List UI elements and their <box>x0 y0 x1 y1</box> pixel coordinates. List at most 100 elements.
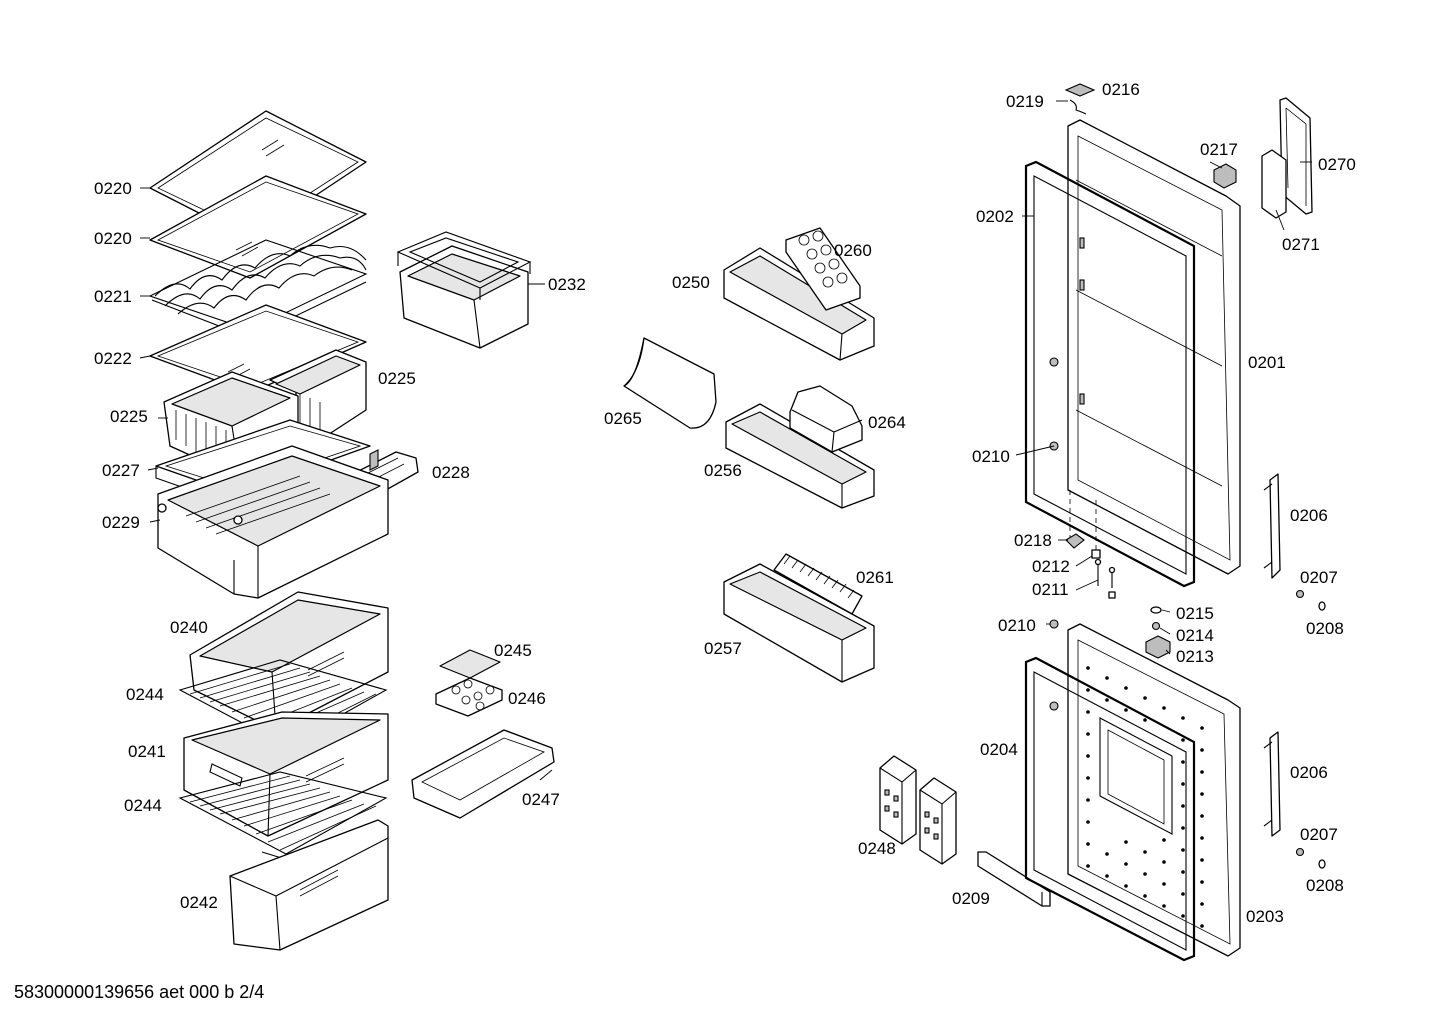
door-shelf-0250[interactable] <box>723 247 875 361</box>
label-0206-lower: 0206 <box>1290 763 1328 782</box>
label-0270: 0270 <box>1318 155 1356 174</box>
screw-0214[interactable] <box>1151 621 1161 631</box>
label-0204: 0204 <box>980 740 1018 759</box>
fridge-door-0201[interactable] <box>1067 119 1241 575</box>
label-0207-lower: 0207 <box>1300 825 1338 844</box>
screw-0210-lower[interactable] <box>1049 619 1059 629</box>
label-0244-upper: 0244 <box>126 685 164 704</box>
label-0257: 0257 <box>704 639 742 658</box>
screw-0210-upper[interactable] <box>1049 357 1059 451</box>
liner-dot <box>1105 676 1109 680</box>
label-0218: 0218 <box>1014 531 1052 550</box>
tray-0232[interactable] <box>396 231 532 349</box>
label-0207-upper: 0207 <box>1300 568 1338 587</box>
label-0220-top: 0220 <box>94 179 132 198</box>
washer-0215[interactable] <box>1150 606 1162 614</box>
freezer-drawer-0242[interactable] <box>229 819 389 951</box>
washer-0208-lower[interactable] <box>1318 859 1326 869</box>
label-0260: 0260 <box>834 241 872 260</box>
glass-shelf-0220-second[interactable] <box>149 175 367 279</box>
liner-dot <box>1181 914 1185 918</box>
hinge-block-0213[interactable] <box>1145 635 1171 659</box>
label-0250: 0250 <box>672 273 710 292</box>
label-0222: 0222 <box>94 349 132 368</box>
label-0229: 0229 <box>102 513 140 532</box>
cover-strip-0209[interactable] <box>977 851 1051 907</box>
door-shelf-0257[interactable] <box>723 563 875 683</box>
label-0203: 0203 <box>1246 907 1284 926</box>
label-0210-lower: 0210 <box>998 616 1036 635</box>
label-0208-lower: 0208 <box>1306 876 1344 895</box>
cap-0217[interactable] <box>1213 163 1237 189</box>
liner-dot <box>1143 894 1147 898</box>
door-handle-0206-lower[interactable] <box>1263 731 1281 837</box>
part-labels: 0220 0220 0221 0222 0225 0225 0227 0228 … <box>94 80 1356 926</box>
door-handle-0206-upper[interactable] <box>1263 473 1281 579</box>
liner-dot <box>1143 696 1147 700</box>
label-0213: 0213 <box>1176 647 1214 666</box>
container-housing-0229[interactable] <box>157 445 389 599</box>
label-0208-upper: 0208 <box>1306 619 1344 638</box>
freezer-gasket-0204[interactable] <box>1024 656 1196 962</box>
panel-0271[interactable] <box>1261 149 1287 219</box>
cold-pack-0248-b[interactable] <box>919 777 957 865</box>
wire-shelf-0244-lower[interactable] <box>178 771 388 861</box>
bolt-0211[interactable] <box>1094 558 1116 599</box>
liner-dot <box>1124 840 1128 844</box>
bushing-0212[interactable] <box>1091 549 1101 559</box>
liner-dot <box>1086 666 1090 670</box>
document-id: 58300000139656 aet 000 b 2/4 <box>14 982 264 1002</box>
label-0220-second: 0220 <box>94 229 132 248</box>
liner-dot <box>1200 880 1204 884</box>
label-0227: 0227 <box>102 461 140 480</box>
ice-tray-lid-0245[interactable] <box>439 649 501 679</box>
butter-dish-0264[interactable] <box>789 385 863 453</box>
liner-dot <box>1143 872 1147 876</box>
liner-dot <box>1124 862 1128 866</box>
label-0206-upper: 0206 <box>1290 506 1328 525</box>
screw-0207-lower[interactable] <box>1295 847 1305 857</box>
hinge-cover-0216[interactable] <box>1064 83 1096 97</box>
label-0244-lower: 0244 <box>124 796 162 815</box>
label-0265: 0265 <box>604 409 642 428</box>
liner-dot <box>1124 708 1128 712</box>
liner-dot <box>1200 792 1204 796</box>
liner-dot <box>1086 820 1090 824</box>
door-gasket-0202[interactable] <box>1024 160 1196 588</box>
label-0247: 0247 <box>522 790 560 809</box>
label-0248: 0248 <box>858 839 896 858</box>
label-0271: 0271 <box>1282 235 1320 254</box>
liner-dot <box>1200 902 1204 906</box>
label-0219: 0219 <box>1006 92 1044 111</box>
ice-tray-0246[interactable] <box>435 677 503 717</box>
screw-0210-freezer <box>1049 701 1059 711</box>
liner-dot <box>1181 848 1185 852</box>
liner-dot <box>1200 726 1204 730</box>
liner-dot <box>1086 864 1090 868</box>
door-shelf-0256[interactable] <box>725 403 875 509</box>
vegetable-drawer-0240[interactable] <box>189 591 389 731</box>
label-0225-left: 0225 <box>110 407 148 426</box>
liner-dot <box>1200 924 1204 928</box>
liner-dot <box>1181 826 1185 830</box>
liner-dot <box>1162 838 1166 842</box>
liner-dot <box>1105 698 1109 702</box>
cold-pack-0248-a[interactable] <box>879 755 917 845</box>
freezer-door-0203[interactable] <box>1067 623 1241 957</box>
freezer-tray-0247[interactable] <box>411 729 555 819</box>
liner-dot <box>1181 716 1185 720</box>
liner-dot <box>1162 904 1166 908</box>
spring-0219[interactable] <box>1069 99 1087 115</box>
liner-dot <box>1181 738 1185 742</box>
hinge-0218[interactable] <box>1065 533 1085 549</box>
liner-dot <box>1200 770 1204 774</box>
screw-0207-upper[interactable] <box>1295 589 1305 599</box>
shelf-divider-0265[interactable] <box>623 337 717 429</box>
liner-dot <box>1086 732 1090 736</box>
label-0264: 0264 <box>868 413 906 432</box>
label-0228: 0228 <box>432 463 470 482</box>
washer-0208-upper[interactable] <box>1318 601 1326 611</box>
liner-dot <box>1143 718 1147 722</box>
egg-tray-0260[interactable] <box>785 227 861 311</box>
